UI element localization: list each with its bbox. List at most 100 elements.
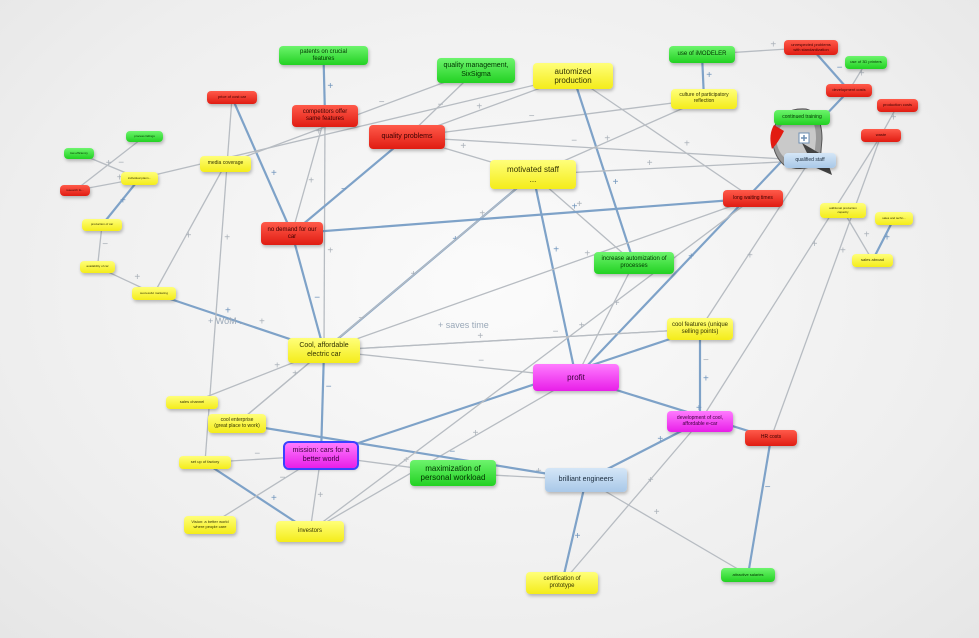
node-availability[interactable]: availability of car — [80, 261, 115, 273]
node-cool-features[interactable]: cool features (unique selling points) — [667, 318, 733, 340]
node-profit[interactable]: profit — [533, 364, 619, 391]
edge-sign-marker: − — [314, 293, 320, 304]
edge-brilliant-certification — [560, 479, 588, 584]
edge-sign-marker: + — [575, 531, 581, 542]
edge-sign-marker: + — [225, 305, 231, 316]
edge-qualified-cool_features — [699, 160, 811, 330]
edge-sign-marker: + — [812, 239, 818, 250]
edge-sign-marker: + — [477, 331, 483, 342]
node-mission[interactable]: mission: cars for a better world — [283, 441, 359, 470]
node-participatory[interactable]: culture of participatory reflection — [671, 89, 737, 109]
edge-individual-production_car — [101, 177, 141, 226]
node-qualified[interactable]: qualified staff — [784, 153, 836, 168]
edge-sign-marker: + — [479, 209, 485, 220]
node-motivated[interactable]: motivated staff ... — [490, 160, 576, 189]
edge-cool_enterprise-brilliant — [236, 422, 587, 482]
node-additional[interactable]: additional production capacity — [820, 203, 866, 218]
edge-sign-marker: + — [864, 230, 870, 241]
node-cool-car[interactable]: Cool, affordable electric car — [288, 338, 360, 363]
node-individual[interactable]: individual plann... — [121, 172, 158, 185]
edge-sign-marker: + — [584, 248, 590, 259]
edge-cool_car-cool_features — [323, 328, 701, 352]
edge-label: + saves time — [438, 320, 489, 330]
edge-setup_factory-investors — [204, 461, 311, 533]
edge-sign-marker: − — [553, 327, 559, 338]
edge-sign-marker: − — [102, 239, 108, 250]
edge-sign-marker: + — [696, 403, 702, 414]
node-imodeler[interactable]: use of iMODELER — [669, 46, 735, 63]
node-attractive-salaries[interactable]: attractive salaries — [721, 568, 775, 582]
edge-increase_auto-motivated — [532, 174, 635, 264]
edge-investors-profit — [309, 376, 577, 533]
node-successful-marketing[interactable]: successful marketing — [132, 287, 176, 300]
node-cool-enterprise[interactable]: cool enterprise (great place to work) — [208, 414, 266, 433]
edge-sign-marker: − — [341, 184, 347, 195]
node-dev-cost[interactable]: development costs — [826, 84, 872, 97]
node-competitors[interactable]: competitors offer same features — [292, 105, 358, 127]
edge-mission-investors — [309, 455, 322, 532]
node-development[interactable]: development of cool, affordable e-car — [667, 411, 733, 432]
edge-sign-marker: − — [703, 355, 709, 366]
edge-sign-marker: + — [654, 507, 660, 518]
edge-sign-marker: + — [292, 369, 298, 380]
node-no-demand[interactable]: no demand for our car — [261, 222, 323, 245]
edge-media-successful_marketing — [153, 163, 227, 294]
node-brilliant[interactable]: brilliant engineers — [545, 468, 627, 492]
edge-automized-increase_auto — [571, 75, 636, 264]
node-patents[interactable]: patents on crucial features — [279, 46, 368, 65]
edge-cool_car-long_wait — [323, 197, 754, 352]
edge-certification-development — [561, 421, 701, 584]
node-setup-factory[interactable]: set up of factory — [179, 456, 231, 469]
edge-sign-marker: + — [579, 321, 585, 332]
node-hr[interactable]: HR costs — [745, 430, 797, 446]
edge-sign-marker: + — [120, 195, 126, 206]
edge-sign-marker: + — [684, 139, 690, 150]
edge-sign-marker: − — [118, 158, 124, 169]
node-use3d[interactable]: use of 3D printers — [845, 56, 887, 69]
node-continued[interactable]: continued training — [774, 110, 830, 125]
node-research[interactable]: research fo... — [60, 185, 90, 196]
edge-production_car-availability — [96, 224, 103, 268]
node-sales-abroad[interactable]: sales abroad — [852, 254, 893, 267]
edge-sign-marker: + — [259, 317, 265, 328]
edge-sign-marker: + — [271, 493, 277, 504]
edge-sign-marker: + — [327, 81, 333, 92]
node-long-wait[interactable]: long waiting times — [723, 190, 783, 207]
node-production-cost[interactable]: production costs — [877, 99, 918, 112]
edge-sign-marker: + — [460, 141, 466, 152]
edge-no_demand-cool_car — [290, 233, 326, 351]
node-waste[interactable]: waste — [861, 129, 901, 142]
node-automized[interactable]: automized production — [533, 63, 613, 89]
edge-sign-marker: + — [403, 455, 409, 466]
node-quality-problems[interactable]: quality problems — [369, 125, 445, 149]
edge-sign-marker: + — [576, 199, 582, 210]
node-low-efficiency[interactable]: low efficiency — [64, 148, 94, 159]
node-unrespected[interactable]: unrespected problems with standardizatio… — [784, 40, 838, 55]
edge-attractive_salaries-brilliant — [585, 479, 749, 576]
node-maximization[interactable]: maximization of personal workload — [410, 460, 496, 486]
edge-sign-marker: + — [271, 168, 277, 179]
edge-sign-marker: + — [891, 113, 897, 124]
edge-sign-marker: − — [571, 135, 577, 146]
node-media[interactable]: media coverage — [200, 156, 251, 172]
node-sales-channel[interactable]: sales channel — [166, 396, 218, 409]
edge-sign-marker: + — [613, 177, 619, 188]
edge-sign-marker: + — [604, 133, 610, 144]
edge-sign-marker: + — [572, 202, 578, 213]
node-price-cost[interactable]: price of cost car — [207, 91, 257, 104]
node-investors[interactable]: investors — [276, 521, 344, 542]
edge-sign-marker: − — [326, 382, 332, 393]
node-vision[interactable]: Vision: a better world where people care — [184, 516, 236, 534]
edge-sign-marker: − — [837, 62, 843, 73]
node-production-car[interactable]: production of car — [82, 219, 122, 231]
node-process-fail[interactable]: process failings — [126, 131, 163, 142]
node-qm[interactable]: quality management, SixSigma — [437, 58, 515, 83]
node-sales-tech[interactable]: sales and techn... — [875, 212, 913, 225]
node-certification[interactable]: certification of prototype — [526, 572, 598, 594]
edge-label: + WoM ... — [208, 316, 247, 326]
edge-investors-long_wait — [309, 197, 754, 533]
node-increase-auto[interactable]: increase automization of processes — [594, 252, 674, 274]
edge-sign-marker: + — [859, 68, 865, 79]
